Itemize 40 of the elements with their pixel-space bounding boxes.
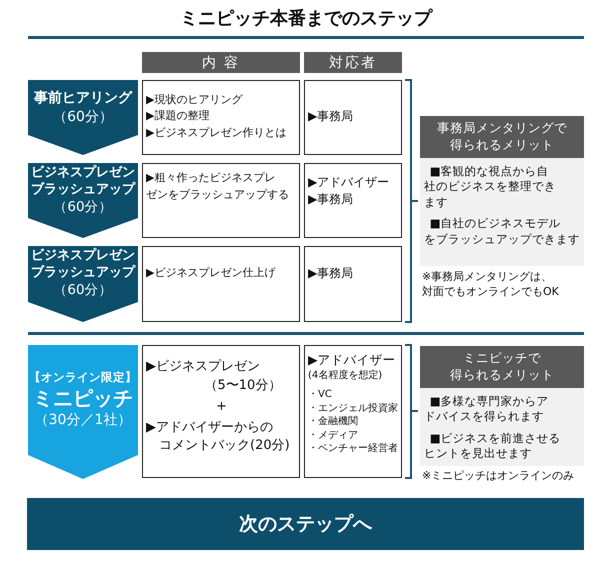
task-text: ▶課題の整理 [146,108,210,124]
merit-text: ■客観的な視点から自社のビジネスを整理できます [423,164,557,210]
task-text: ▶アドバイザーからのコメントバック(20分) [146,418,291,456]
duration-text: （30分／1社） [34,411,132,430]
plus-sign: + [215,398,228,416]
merit-text: ■自社のビジネスモデルをブラッシュアップできます [423,216,581,248]
task-text: ▶ビジネスプレゼン作りとは [146,124,288,141]
online-only-tag: 【オンライン限定】 [29,370,137,386]
advisor-type-text: ・メディア [308,428,359,442]
assignee-text: ▶アドバイザー [308,352,397,369]
footnote-text: ※事務局メンタリングは、対面でもオンラインでもOK [421,270,560,300]
next-step-banner: 次のステップへ [27,498,584,550]
task-text: ▶現状のヒアリング [146,92,244,108]
advisor-type-text: ・エンジェル投資家 [308,402,399,416]
step-name: ビジネスプレゼンブラッシュアップ [31,248,135,282]
headcount-note: (4名程度を想定) [308,368,384,382]
diagram-title: ミニピッチ本番までのステップ [179,7,434,30]
duration-text: （60分） [53,198,113,216]
assignee-text: ▶アドバイザー [308,174,390,191]
column-header: 対応者 [304,52,402,73]
step-name: ビジネスプレゼンブラッシュアップ [31,164,135,199]
assignee-text: ▶事務局 [308,190,354,208]
duration-text: （60分） [53,108,113,126]
column-header: 内 容 [142,52,300,73]
advisor-type-text: ・ベンチャー経営者 [308,442,399,456]
task-text: ▶ビジネスプレゼン仕上げ [146,265,276,281]
step-name: ミニピッチ [33,385,133,412]
duration-text: （60分） [53,282,113,300]
panel-header: 事務局メンタリングで得られるメリット [420,116,584,158]
step-name: 事前ヒアリング [34,89,132,108]
merit-text: ■ビジネスを前進させるヒントを見出せます [423,430,562,462]
task-text: ▶粗々作ったビジネスプレゼンをブラッシュアップする [146,170,290,202]
advisor-type-text: ・VC [308,388,333,402]
advisor-type-text: ・金融機関 [308,415,359,429]
task-text: ▶ビジネスプレゼン（5〜10分） [146,358,282,395]
footnote-text: ※ミニピッチはオンラインのみ [421,469,576,484]
assignee-text: ▶事務局 [308,265,354,282]
assignee-text: ▶事務局 [308,108,354,125]
panel-header: ミニピッチで得られるメリット [420,346,584,388]
merit-text: ■多様な専門家からアドバイスを得られます [423,394,550,425]
